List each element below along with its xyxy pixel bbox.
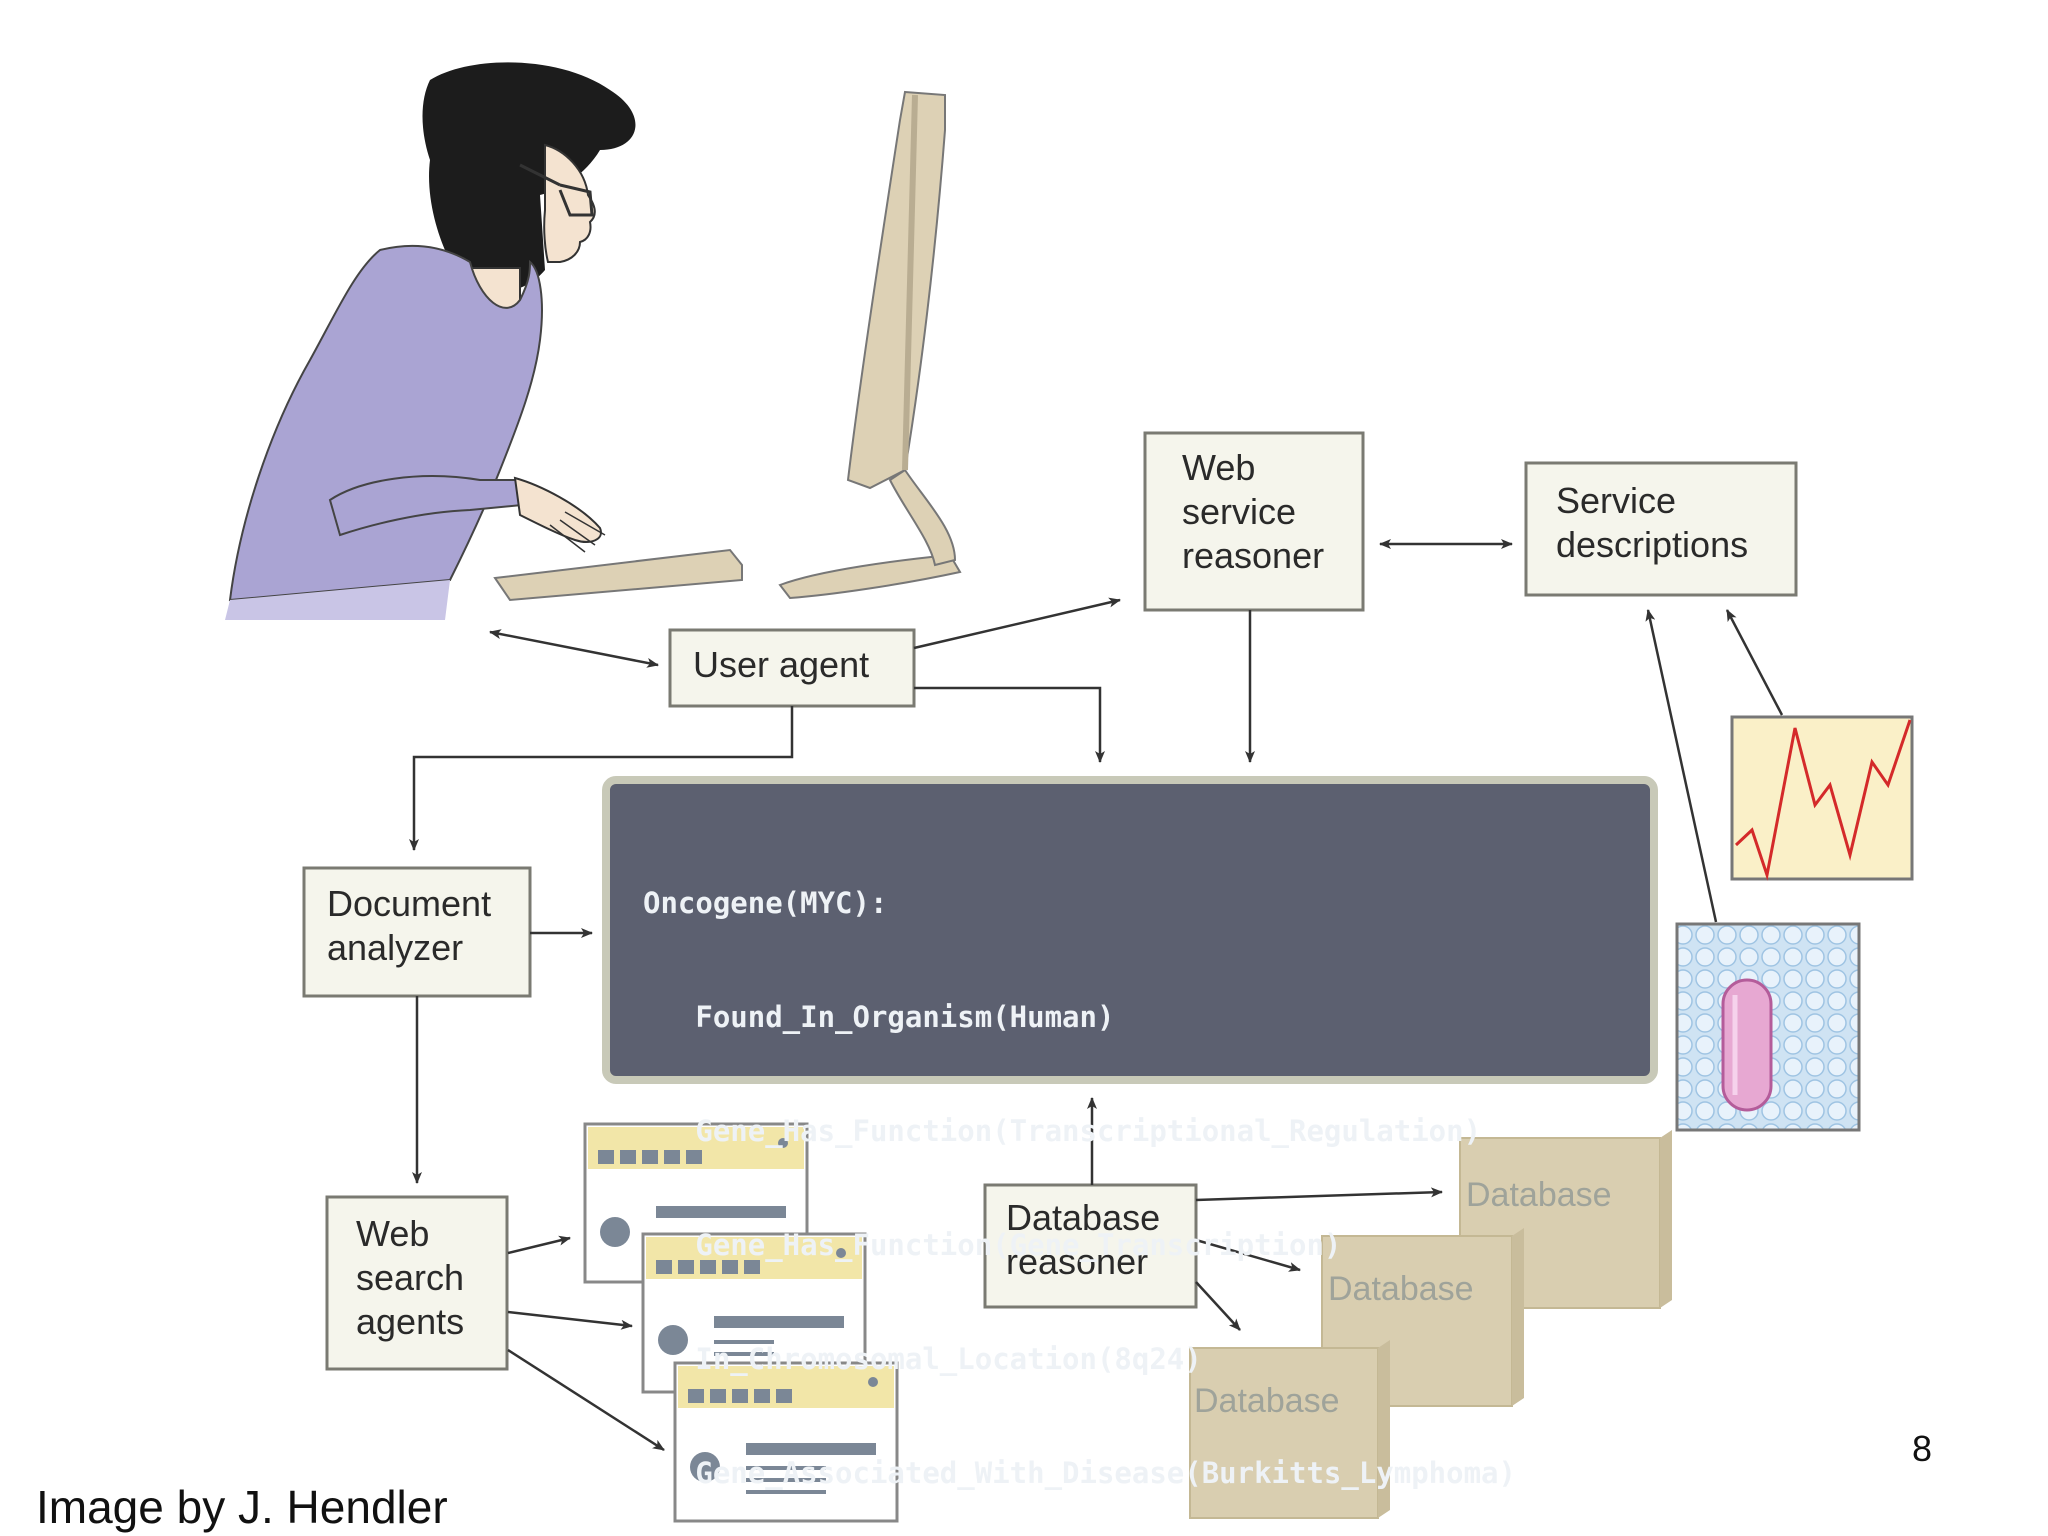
woman-at-computer-icon [225, 62, 962, 620]
ontology-line: Gene_Has_Function(Gene_Transcription) [643, 1228, 1342, 1262]
web-search-agents-label: Web search agents [356, 1213, 465, 1342]
ontology-line: In_Chromosomal_Location(8q24) [643, 1342, 1202, 1376]
service-descriptions-label: Service descriptions [1556, 480, 1749, 565]
page-number: 8 [1912, 1428, 1933, 1469]
web-page-icon [673, 1361, 899, 1523]
ontology-line: Gene_Has_Function(Transcriptional_Regula… [643, 1114, 1482, 1148]
service-descriptions-box [1524, 461, 1798, 597]
database-label: Database [1194, 1382, 1340, 1420]
image-credit: Image by J. Hendler [36, 1481, 448, 1533]
database-reasoner-label: Database reasoner [1006, 1197, 1161, 1282]
user-agent-box [668, 628, 916, 708]
document-analyzer-label: Document analyzer [327, 883, 492, 968]
ontology-text: Oncogene(MYC): Found_In_Organism(Human) … [643, 808, 1516, 1530]
cell-micrograph-icon [1675, 922, 1861, 1132]
connector-arrows [409, 539, 1784, 1452]
database-icon [1189, 1340, 1390, 1519]
ontology-line: Found_In_Organism(Human) [643, 1000, 1115, 1034]
database-reasoner-box [983, 1183, 1198, 1309]
database-icon [1459, 1130, 1672, 1309]
database-label: Database [1466, 1176, 1612, 1214]
ontology-panel [602, 776, 1658, 1084]
ontology-line: Oncogene(MYC): [643, 886, 888, 920]
web-service-reasoner-label: Web service reasoner [1182, 447, 1325, 576]
user-agent-label: User agent [693, 644, 870, 685]
web-service-reasoner-box [1143, 431, 1365, 612]
web-search-agents-box [325, 1195, 509, 1371]
line-chart-thumbnail-icon [1730, 715, 1914, 881]
database-label: Database [1328, 1270, 1474, 1308]
ontology-line: Gene_Associated_With_Disease(Burkitts_Ly… [643, 1456, 1516, 1490]
